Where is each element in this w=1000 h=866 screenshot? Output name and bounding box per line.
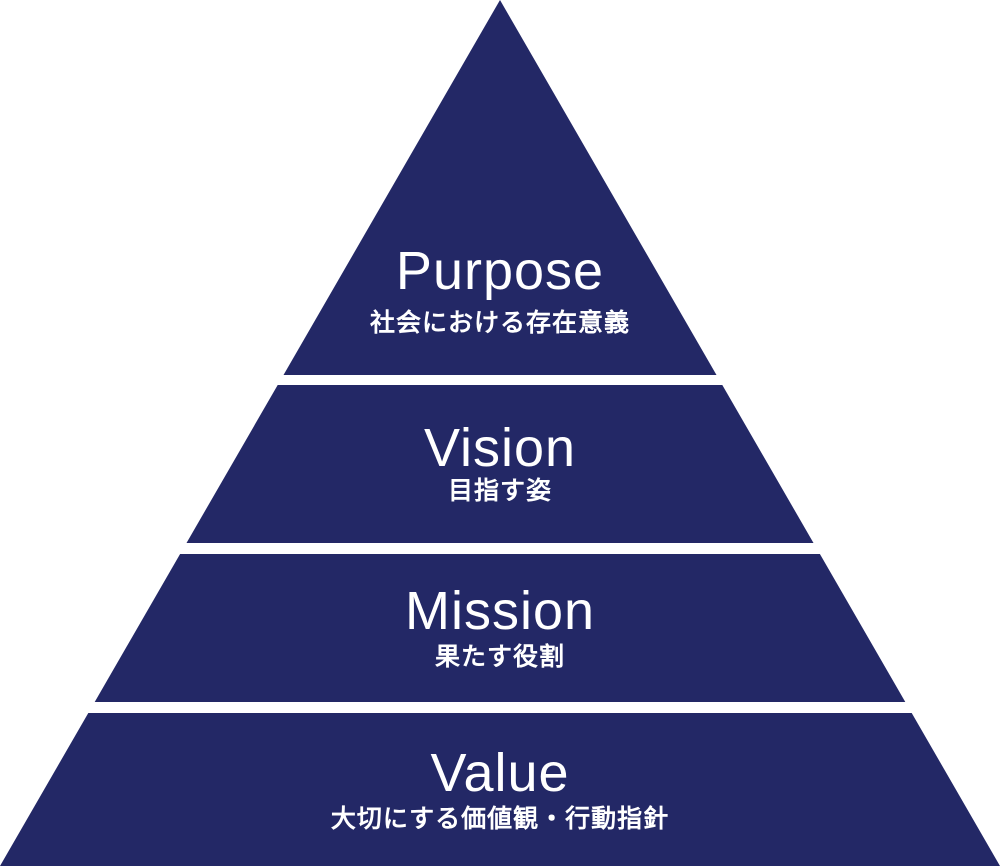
pyramid-layer-mission: Mission 果たす役割	[94, 554, 906, 702]
mission-sublabel: 果たす役割	[435, 642, 565, 671]
pyramid-layer-purpose: Purpose 社会における存在意義	[283, 0, 717, 375]
mission-label: Mission	[405, 581, 595, 641]
purpose-sublabel: 社会における存在意義	[370, 308, 630, 337]
pyramid-layer-value-shape	[0, 713, 1000, 866]
vision-sublabel: 目指す姿	[448, 476, 552, 505]
vision-label: Vision	[424, 418, 576, 478]
value-label: Value	[430, 743, 569, 803]
pyramid-layer-value: Value 大切にする価値観・行動指針	[0, 713, 1000, 866]
pyramid-layer-mission-shape	[94, 554, 906, 702]
pyramid-layer-vision: Vision 目指す姿	[186, 385, 814, 543]
pyramid-layer-vision-shape	[186, 385, 814, 543]
pyramid-layer-purpose-shape	[283, 0, 717, 375]
purpose-label: Purpose	[396, 241, 604, 301]
value-sublabel: 大切にする価値観・行動指針	[331, 804, 669, 833]
